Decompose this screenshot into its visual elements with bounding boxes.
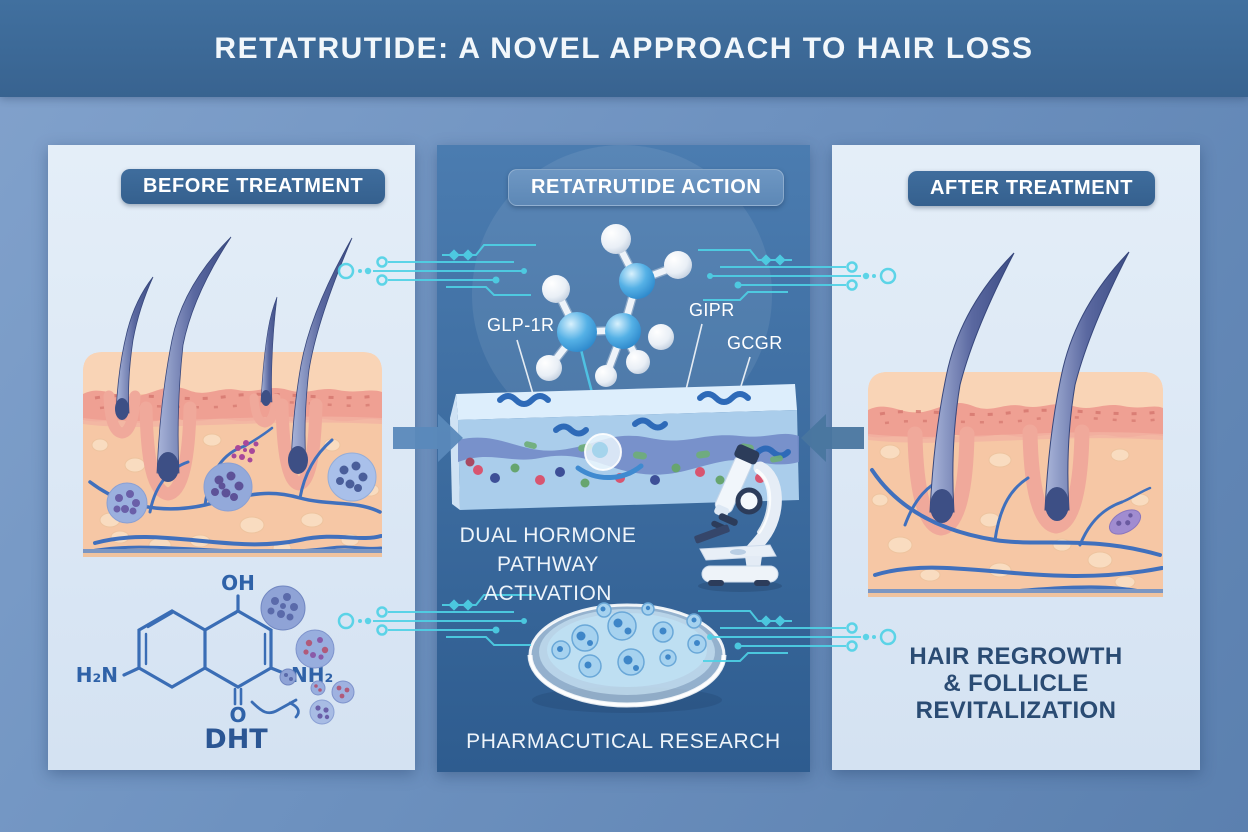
chem-label-h2n: H₂N: [76, 663, 118, 687]
epidermis-band: [83, 386, 382, 423]
follicle-cell: [1108, 509, 1142, 535]
membrane-band: [458, 433, 799, 475]
receptor-label-glp1r: GLP-1R: [487, 315, 555, 335]
follicle-pockets: [103, 390, 323, 501]
arrow-left: [801, 414, 864, 462]
molecule-3d: [536, 224, 692, 431]
pharma-research-caption: PHARMACUTICAL RESEARCH: [466, 730, 781, 753]
hairs-before: [115, 236, 353, 482]
after-treatment-badge: AFTER TREATMENT: [908, 171, 1156, 206]
chem-label-o: O: [229, 703, 246, 727]
microscope: [694, 444, 782, 592]
cell-nuclei: [557, 605, 700, 671]
hair-regrowth-line1: HAIR REGROWTH: [909, 643, 1123, 670]
chem-label-oh: OH: [221, 571, 255, 595]
follicle-pockets: [907, 424, 1090, 536]
cell-membrane-receptors: [450, 384, 799, 510]
receptor-label-gcgr: GCGR: [727, 333, 783, 353]
before-treatment-badge: BEFORE TREATMENT: [121, 169, 386, 204]
hair-regrowth-line3: REVITALIZATION: [915, 697, 1117, 724]
retatrutide-action-badge: RETATRUTIDE ACTION: [508, 169, 785, 206]
petri-dish: [527, 602, 727, 713]
skin-cross-section-after: [868, 251, 1163, 597]
inflammation-dots: [231, 440, 259, 463]
receptor-label-gipr: GIPR: [689, 300, 735, 320]
skin-cross-section-before: [83, 236, 382, 557]
title-banner: RETATRUTIDE: A NOVEL APPROACH TO HAIR LO…: [0, 0, 1248, 97]
receptor-squiggles: [497, 391, 791, 459]
dual-hormone-line2: PATHWAY ACTIVATION: [484, 553, 612, 605]
hair-regrowth-caption: HAIR REGROWTH & FOLLICLE REVITALIZATION: [832, 643, 1200, 724]
dual-hormone-line1: DUAL HORMONE: [459, 524, 637, 547]
dual-hormone-caption: DUAL HORMONE PATHWAY ACTIVATION: [437, 521, 659, 608]
hair-regrowth-line2: & FOLLICLE: [943, 670, 1089, 697]
hairs-after: [929, 251, 1130, 523]
page-title: RETATRUTIDE: A NOVEL APPROACH TO HAIR LO…: [214, 31, 1034, 65]
cell-clusters: [106, 440, 377, 524]
arrow-right: [393, 414, 463, 462]
dht-chemical-structure: OH H₂N NH₂ O DHT: [76, 571, 334, 755]
chem-label-dht: DHT: [204, 724, 268, 755]
vesicle-cells: [260, 585, 355, 725]
